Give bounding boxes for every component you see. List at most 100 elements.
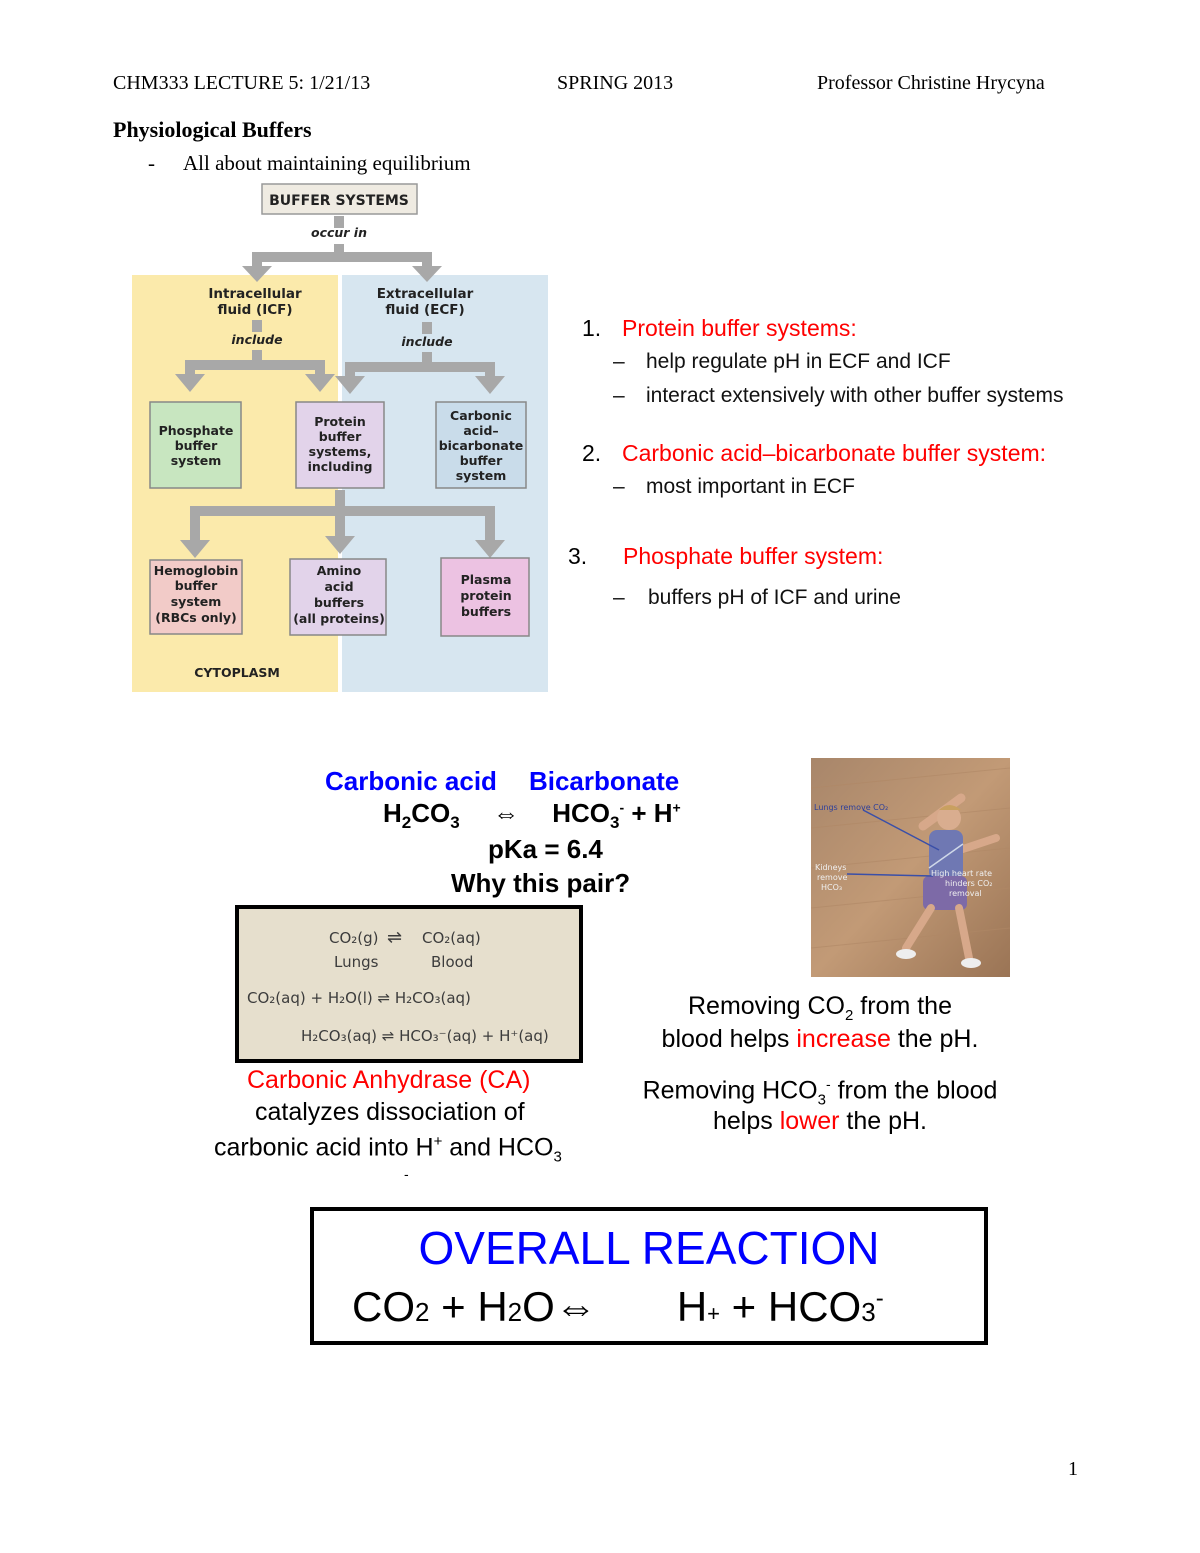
- overall-o: O: [522, 1283, 555, 1330]
- ca-line3: carbonic acid into H+ and HCO3: [214, 1133, 562, 1165]
- ca-row1-arrow: ⇌: [387, 927, 403, 948]
- amino-line4: (all proteins): [293, 611, 385, 626]
- protein-line4: including: [308, 459, 373, 474]
- protein-line3: systems,: [309, 444, 372, 459]
- kidneys-label-1: Kidneys: [815, 863, 846, 872]
- equilibrium-arrow: ⇔: [492, 798, 519, 828]
- carbonic-box: [435, 401, 527, 489]
- removing-hco3-b: from the blood: [830, 1076, 998, 1105]
- lower-highlight: lower: [779, 1107, 840, 1135]
- list-title-2: Carbonic acid–bicarbonate buffer system:: [622, 440, 1047, 466]
- removing-hco3-a: Removing HCO: [642, 1076, 818, 1105]
- cytoplasm-label: CYTOPLASM: [194, 665, 280, 680]
- header-professor: Professor Christine Hrycyna: [817, 72, 1045, 94]
- kidneys-label-2: remove: [817, 873, 847, 882]
- overall-h: H: [676, 1283, 708, 1330]
- ca-row1-lungs: Lungs: [334, 953, 379, 971]
- removing-co2-sub: 2: [845, 1007, 854, 1024]
- overall-co-sub: 2: [415, 1297, 430, 1327]
- ca-row1-left: CO₂(g): [329, 929, 379, 947]
- plus-h: + H: [631, 798, 673, 828]
- hemoglobin-line4: (RBCs only): [155, 610, 236, 625]
- carbonic-acid-label: Carbonic acid: [325, 766, 497, 796]
- section-bullet: All about maintaining equilibrium: [183, 151, 471, 175]
- page-number: 1: [1068, 1458, 1078, 1480]
- ca-row2: CO₂(aq) + H₂O(l) ⇌ H₂CO₃(aq): [247, 989, 471, 1007]
- top-arrows: [242, 216, 442, 282]
- hemoglobin-line3: system: [171, 594, 222, 609]
- ca-line3-a: carbonic acid into H: [214, 1133, 434, 1162]
- amino-line1: Amino: [317, 563, 362, 578]
- overall-h2o-sub: 2: [507, 1297, 523, 1327]
- why-this-pair: Why this pair?: [451, 868, 631, 898]
- list-num-3: 3.: [568, 543, 588, 569]
- phosphate-line1: Phosphate: [159, 423, 234, 438]
- removing-co2-c: blood helps: [661, 1025, 797, 1053]
- hemoglobin-line1: Hemoglobin: [154, 563, 239, 578]
- removing-co2-d: the pH.: [890, 1025, 979, 1053]
- list-dash: –: [613, 475, 625, 498]
- overall-equation: CO2 + H2O⇔H+ + HCO3-: [352, 1283, 884, 1331]
- equilibrium-equation: H2CO3 ⇔ HCO3- + H+: [383, 798, 681, 833]
- removing-hco3-sup: -: [825, 1076, 831, 1092]
- carbonic-line3: bicarbonate: [439, 438, 524, 453]
- header-course: CHM333 LECTURE 5: 1/21/13: [113, 72, 371, 94]
- amino-line2: acid: [324, 579, 353, 594]
- include-arrows: [175, 320, 505, 394]
- plasma-box: [440, 557, 530, 637]
- overall-plus-h: + H: [429, 1283, 508, 1330]
- equation-labels: Carbonic acid Bicarbonate: [325, 766, 679, 797]
- h2co3-h: H: [383, 798, 402, 828]
- buffer-systems-label: BUFFER SYSTEMS: [269, 193, 409, 209]
- list-item-1a: help regulate pH in ECF and ICF: [646, 350, 951, 373]
- plasma-line3: buffers: [461, 604, 511, 619]
- list-num-1: 1.: [582, 315, 602, 341]
- h-sup: +: [672, 799, 681, 816]
- amino-box: [289, 558, 387, 636]
- phosphate-box: [149, 401, 242, 489]
- plasma-line1: Plasma: [461, 572, 512, 587]
- list-dash: –: [613, 384, 625, 407]
- list-title-3: Phosphate buffer system:: [623, 543, 884, 569]
- overall-title: OVERALL REACTION: [418, 1222, 880, 1274]
- protein-line1: Protein: [314, 414, 366, 429]
- exercising-person-illustration: Lungs remove CO₂ Kidneys remove HCO₃ Hig…: [811, 758, 1010, 977]
- carbonic-line4: buffer: [460, 453, 503, 468]
- list-dash: –: [613, 350, 625, 373]
- plasma-line2: protein: [460, 588, 511, 603]
- carbonic-line2: acid–: [463, 423, 498, 438]
- section-title: Physiological Buffers: [113, 117, 312, 142]
- ca-row1-blood: Blood: [431, 953, 474, 971]
- kidneys-label-3: HCO₃: [821, 883, 842, 892]
- carbonic-line5: system: [456, 468, 507, 483]
- removing-co2-a: Removing CO: [688, 992, 845, 1020]
- heart-label-2: hinders CO₂: [945, 879, 992, 888]
- ca-line1: Carbonic Anhydrase (CA): [247, 1066, 531, 1094]
- list-dash: –: [613, 586, 625, 609]
- icf-title-line2: fluid (ICF): [217, 302, 292, 318]
- hemoglobin-box: [149, 559, 243, 635]
- h2co3-sub2: 3: [450, 813, 460, 833]
- removing-hco3-d: the pH.: [839, 1107, 928, 1135]
- overall-hco-sup: -: [875, 1285, 884, 1312]
- carbonic-line1: Carbonic: [450, 408, 512, 423]
- amino-line3: buffers: [314, 595, 364, 610]
- protein-line2: buffer: [319, 429, 362, 444]
- removing-hco3-sub: 3: [817, 1091, 826, 1109]
- ca-line3-b: and HCO: [442, 1133, 554, 1162]
- heart-label-3: removal: [949, 889, 982, 898]
- co2-equilibria-box: CO₂(g) ⇌ CO₂(aq) Lungs Blood CO₂(aq) + H…: [235, 905, 583, 1063]
- phosphate-line3: system: [171, 453, 222, 468]
- hemoglobin-line2: buffer: [175, 578, 218, 593]
- bicarbonate-label: Bicarbonate: [528, 766, 680, 796]
- ca-row3: H₂CO₃(aq) ⇌ HCO₃⁻(aq) + H⁺(aq): [301, 1027, 549, 1045]
- pka-value: pKa = 6.4: [488, 834, 603, 864]
- removing-co2-b: from the: [853, 992, 952, 1020]
- ecf-title-line1: Extracellular: [377, 286, 474, 302]
- phosphate-line2: buffer: [175, 438, 218, 453]
- list-title-1: Protein buffer systems:: [622, 315, 857, 341]
- ca-line4: -: [404, 1166, 409, 1182]
- overall-arrow: ⇔: [554, 1283, 597, 1330]
- list-num-2: 2.: [582, 440, 602, 466]
- protein-box: [295, 401, 385, 489]
